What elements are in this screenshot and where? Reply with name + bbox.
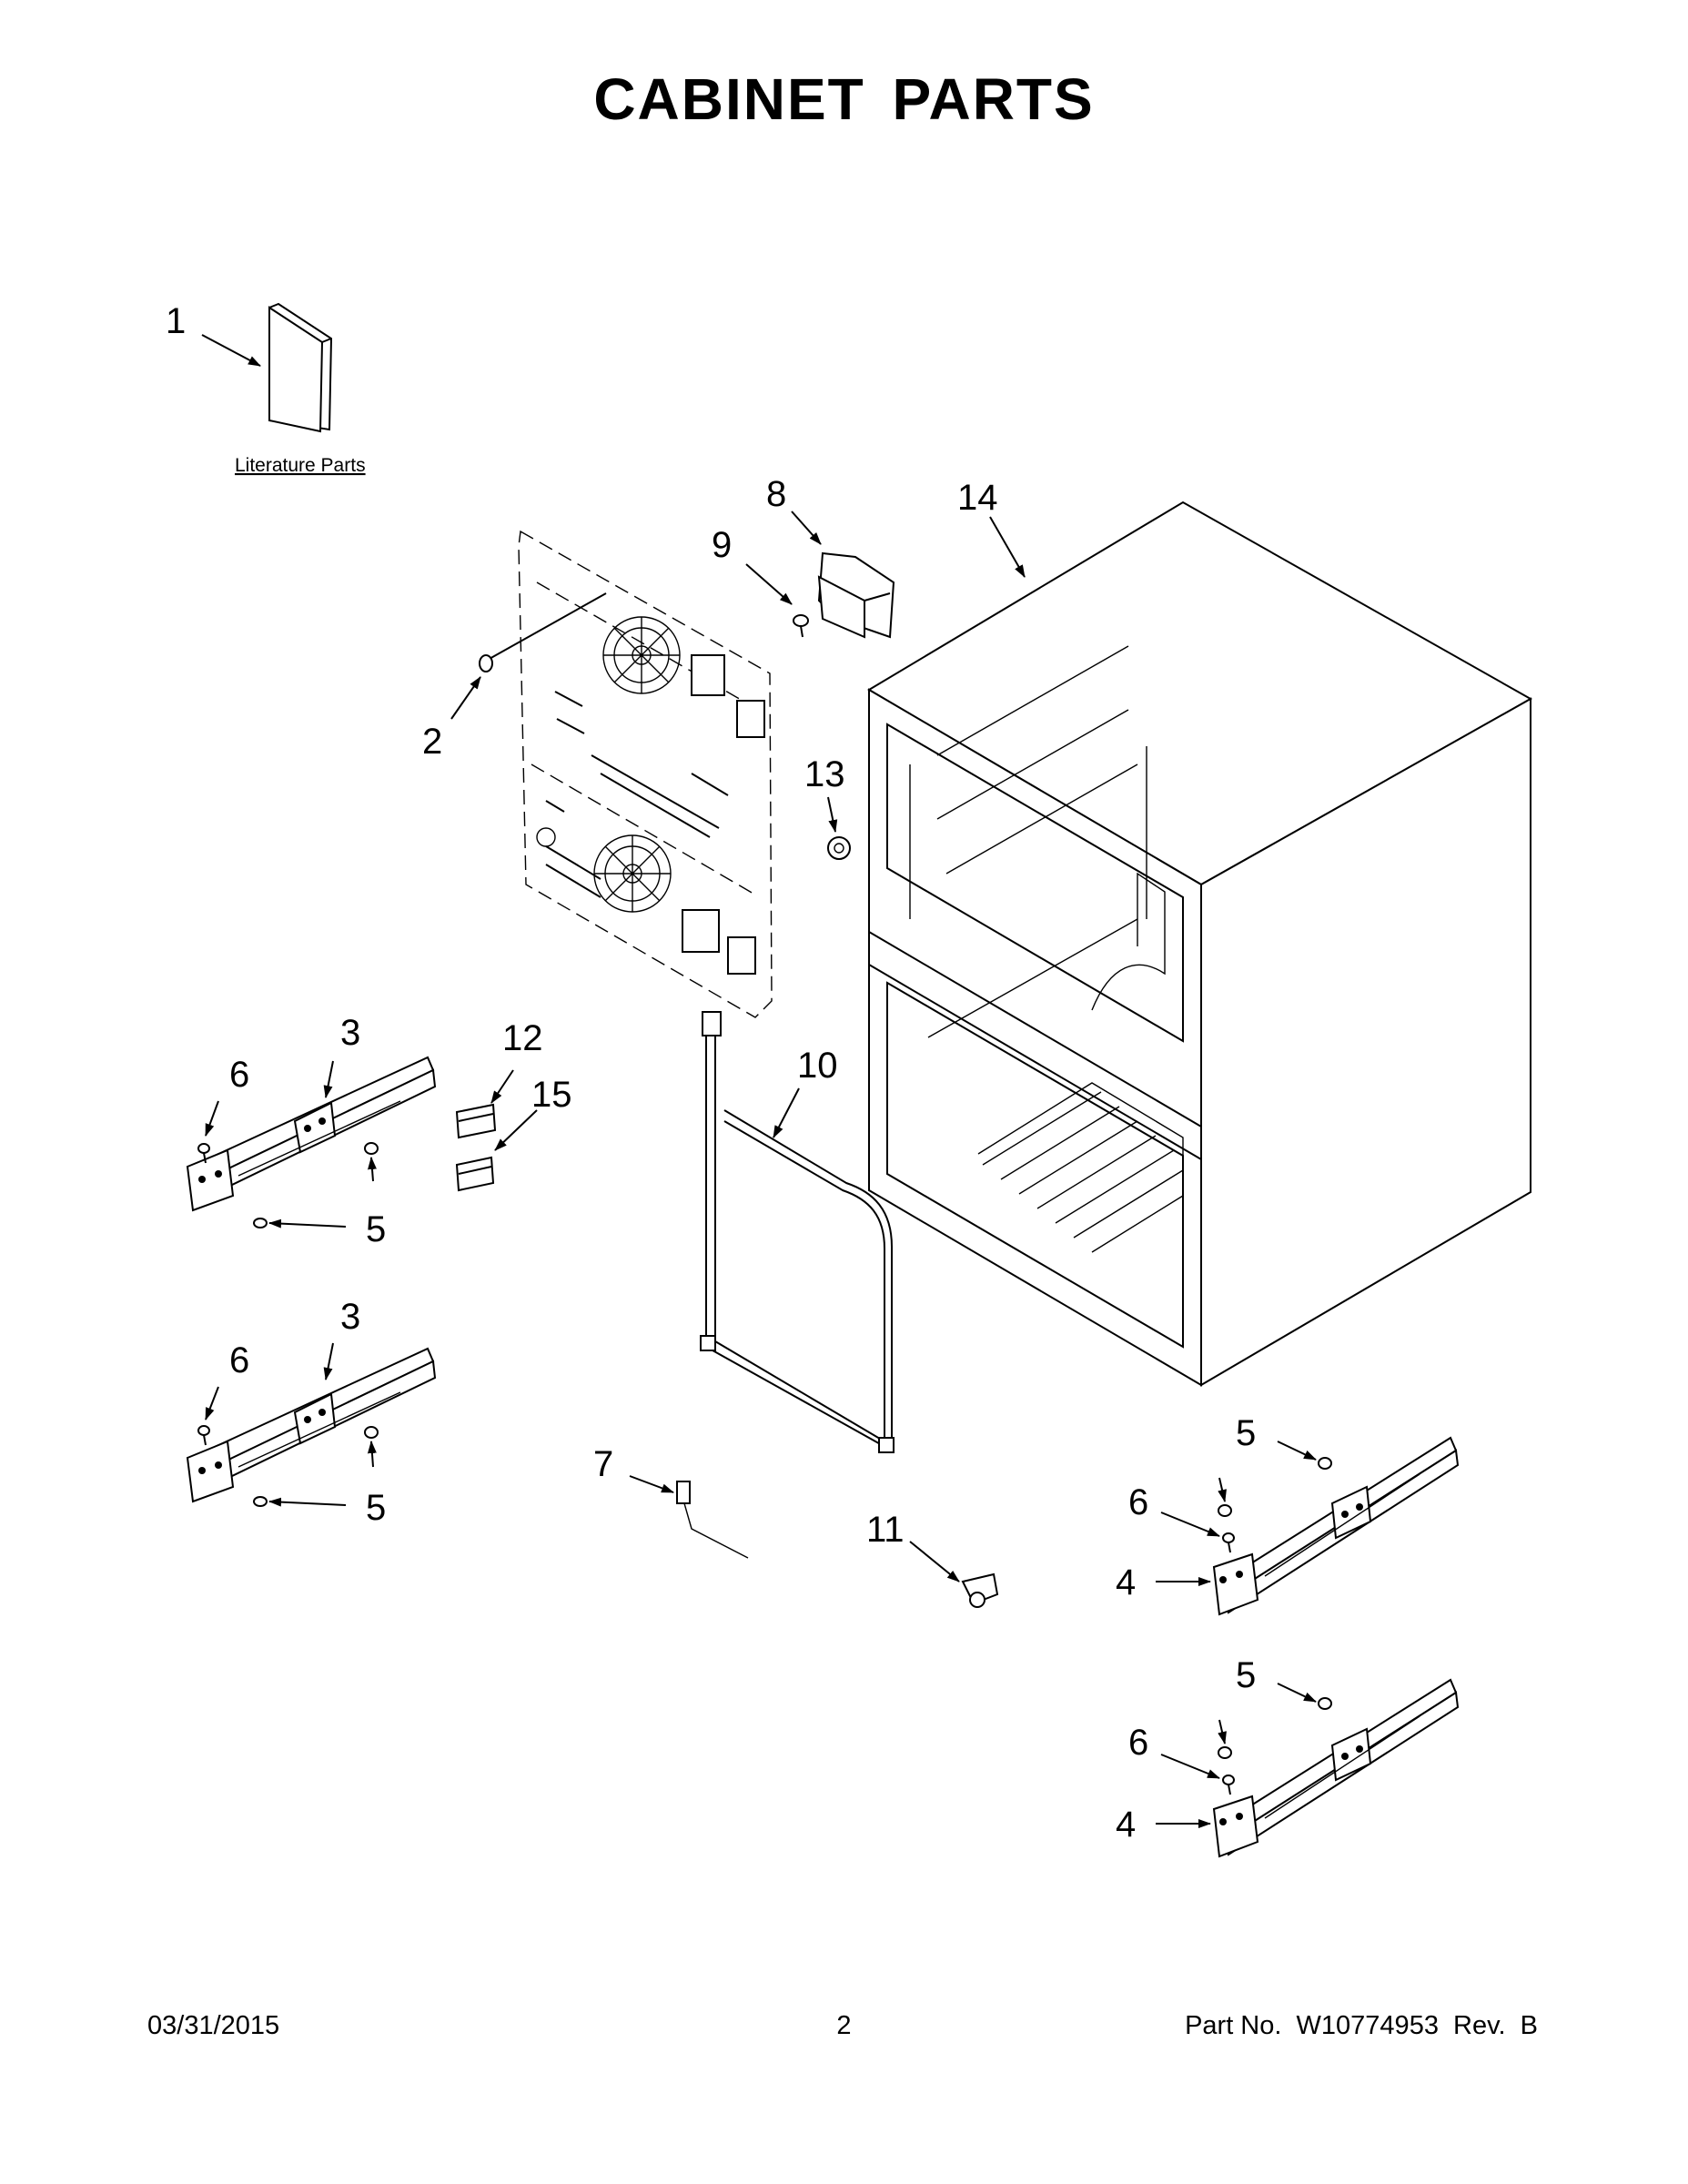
callout-15: 15 [531, 1075, 572, 1115]
right-slide-rail-upper [1212, 1436, 1460, 1616]
left-slide-rail-lower [186, 1347, 437, 1503]
callout-4-upper: 4 [1116, 1562, 1136, 1603]
tab-12-illustration [455, 1103, 497, 1139]
callout-3-lower: 3 [340, 1297, 360, 1337]
callout-8: 8 [766, 474, 786, 514]
callout-6-left-lower: 6 [229, 1340, 249, 1380]
leader-arrows [201, 334, 1317, 1828]
callout-5-right-lower: 5 [1236, 1655, 1256, 1695]
left-slide-rail-upper [186, 1056, 437, 1212]
callout-13: 13 [804, 754, 845, 794]
right-rail-screws [1218, 1457, 1332, 1795]
screw-2-illustration [479, 654, 493, 672]
footer-page-number: 2 [836, 2011, 852, 2040]
callout-11: 11 [866, 1510, 905, 1550]
callout-4-lower: 4 [1116, 1805, 1136, 1845]
control-box-illustration [817, 551, 895, 639]
footer-part-number: Part No. W10774953 Rev. B [1185, 2011, 1538, 2040]
clip-illustration [961, 1572, 999, 1608]
tab-15-illustration [455, 1156, 495, 1192]
callout-14: 14 [957, 478, 998, 518]
literature-parts-label: Literature Parts [235, 455, 366, 476]
footer-date: 03/31/2015 [147, 2011, 280, 2040]
screw-9-illustration [793, 614, 809, 638]
rear-panel-illustration [487, 530, 773, 1018]
callout-5-left-upper: 5 [366, 1209, 386, 1249]
callout-7: 7 [593, 1444, 613, 1484]
callout-1: 1 [166, 301, 186, 341]
callout-5-right-upper: 5 [1236, 1413, 1256, 1453]
callout-6-left-upper: 6 [229, 1055, 249, 1095]
callout-9: 9 [712, 525, 732, 565]
callout-5-left-lower: 5 [366, 1488, 386, 1528]
grommet-illustration [827, 836, 851, 860]
heater-loop-illustration [700, 1011, 895, 1453]
callout-numbers: 1 2 8 9 14 13 10 12 15 3 6 5 3 6 5 7 11 … [166, 301, 1256, 1845]
right-slide-rail-lower [1212, 1678, 1460, 1858]
callout-2: 2 [422, 722, 442, 762]
callout-6-right-upper: 6 [1128, 1482, 1148, 1522]
callout-3-upper: 3 [340, 1013, 360, 1053]
left-rail-screws [197, 1142, 379, 1507]
cabinet-illustration [867, 500, 1533, 1387]
sensor-illustration [676, 1481, 749, 1559]
page-title: CABINET PARTS [593, 66, 1095, 132]
literature-booklet-illustration [268, 302, 333, 433]
callout-10: 10 [797, 1046, 838, 1086]
callout-6-right-lower: 6 [1128, 1723, 1148, 1763]
callout-12: 12 [502, 1018, 543, 1058]
